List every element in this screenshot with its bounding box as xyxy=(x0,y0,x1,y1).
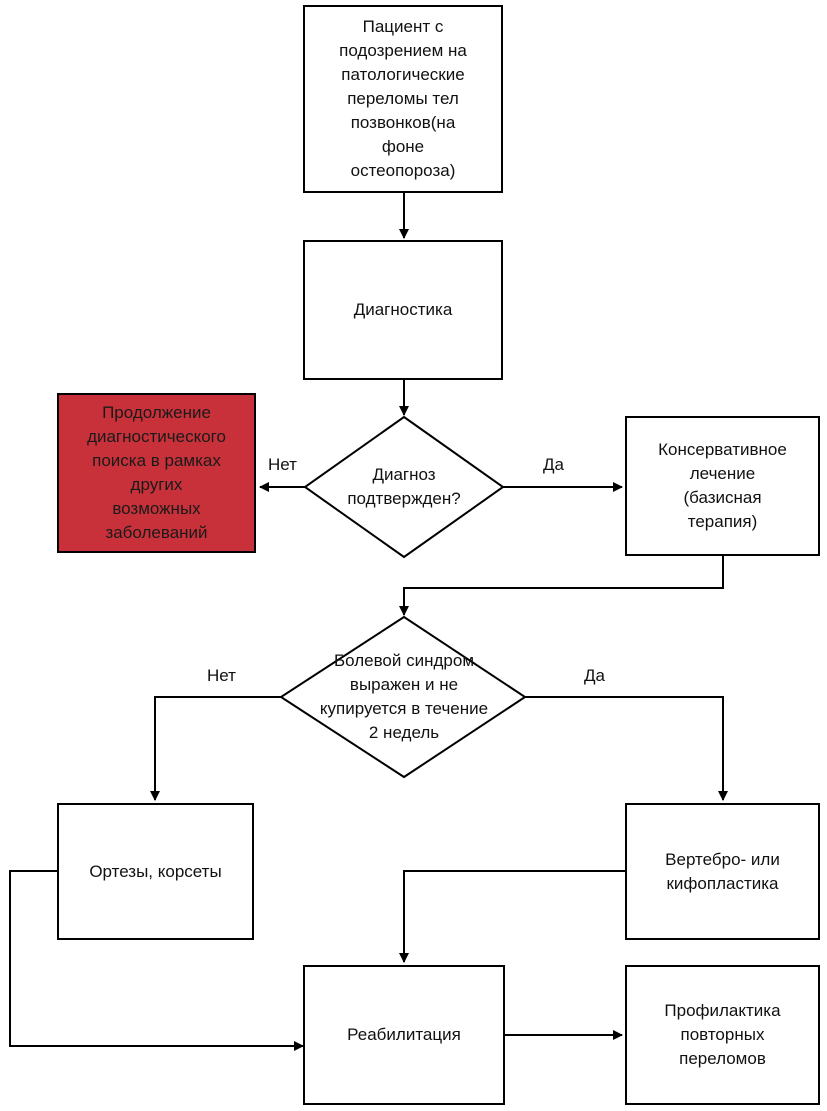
label-confirmed-yes: Да xyxy=(543,455,564,474)
edge-pain-yes xyxy=(525,696,728,801)
node-orthoses-text: Ортезы, корсеты xyxy=(89,861,222,881)
edge-orthoses-to-rehab xyxy=(9,870,304,1051)
node-prevention-text: Профилактика повторных переломов xyxy=(664,1001,781,1068)
edge-pain-no xyxy=(150,696,281,801)
node-vertebro: Вертебро- или кифопластика xyxy=(625,803,820,940)
node-orthoses: Ортезы, корсеты xyxy=(57,803,254,940)
node-continue-search: Продолжение диагностического поиска в ра… xyxy=(57,393,256,553)
node-conservative: Консервативное лечение (базисная терапия… xyxy=(625,416,820,556)
node-continue-search-text: Продолжение диагностического поиска в ра… xyxy=(87,403,226,542)
node-diagnostics-text: Диагностика xyxy=(353,300,453,319)
label-pain-yes: Да xyxy=(584,666,605,685)
node-rehab-text: Реабилитация xyxy=(347,1025,461,1044)
decision-pain-text: Болевой синдром выражен и не купируется … xyxy=(319,651,489,742)
decision-diamond-pain xyxy=(279,615,527,779)
node-patient: Пациент с подозрением на патологические … xyxy=(303,5,503,193)
decision-confirmed-text: Диагноз подтвержден? xyxy=(347,465,461,508)
label-confirmed-no: Нет xyxy=(268,455,297,474)
edge-conservative-to-pain xyxy=(399,556,724,616)
node-conservative-text: Консервативное лечение (базисная терапия… xyxy=(658,440,787,531)
label-pain-no: Нет xyxy=(207,666,236,685)
decision-diamond-confirmed xyxy=(303,415,505,559)
node-prevention: Профилактика повторных переломов xyxy=(625,965,820,1105)
node-diagnostics: Диагностика xyxy=(303,240,503,380)
node-patient-text: Пациент с подозрением на патологические … xyxy=(339,17,467,180)
node-vertebro-text: Вертебро- или кифопластика xyxy=(665,849,780,893)
edge-vertebro-to-rehab xyxy=(399,870,625,963)
node-rehab: Реабилитация xyxy=(303,965,505,1105)
